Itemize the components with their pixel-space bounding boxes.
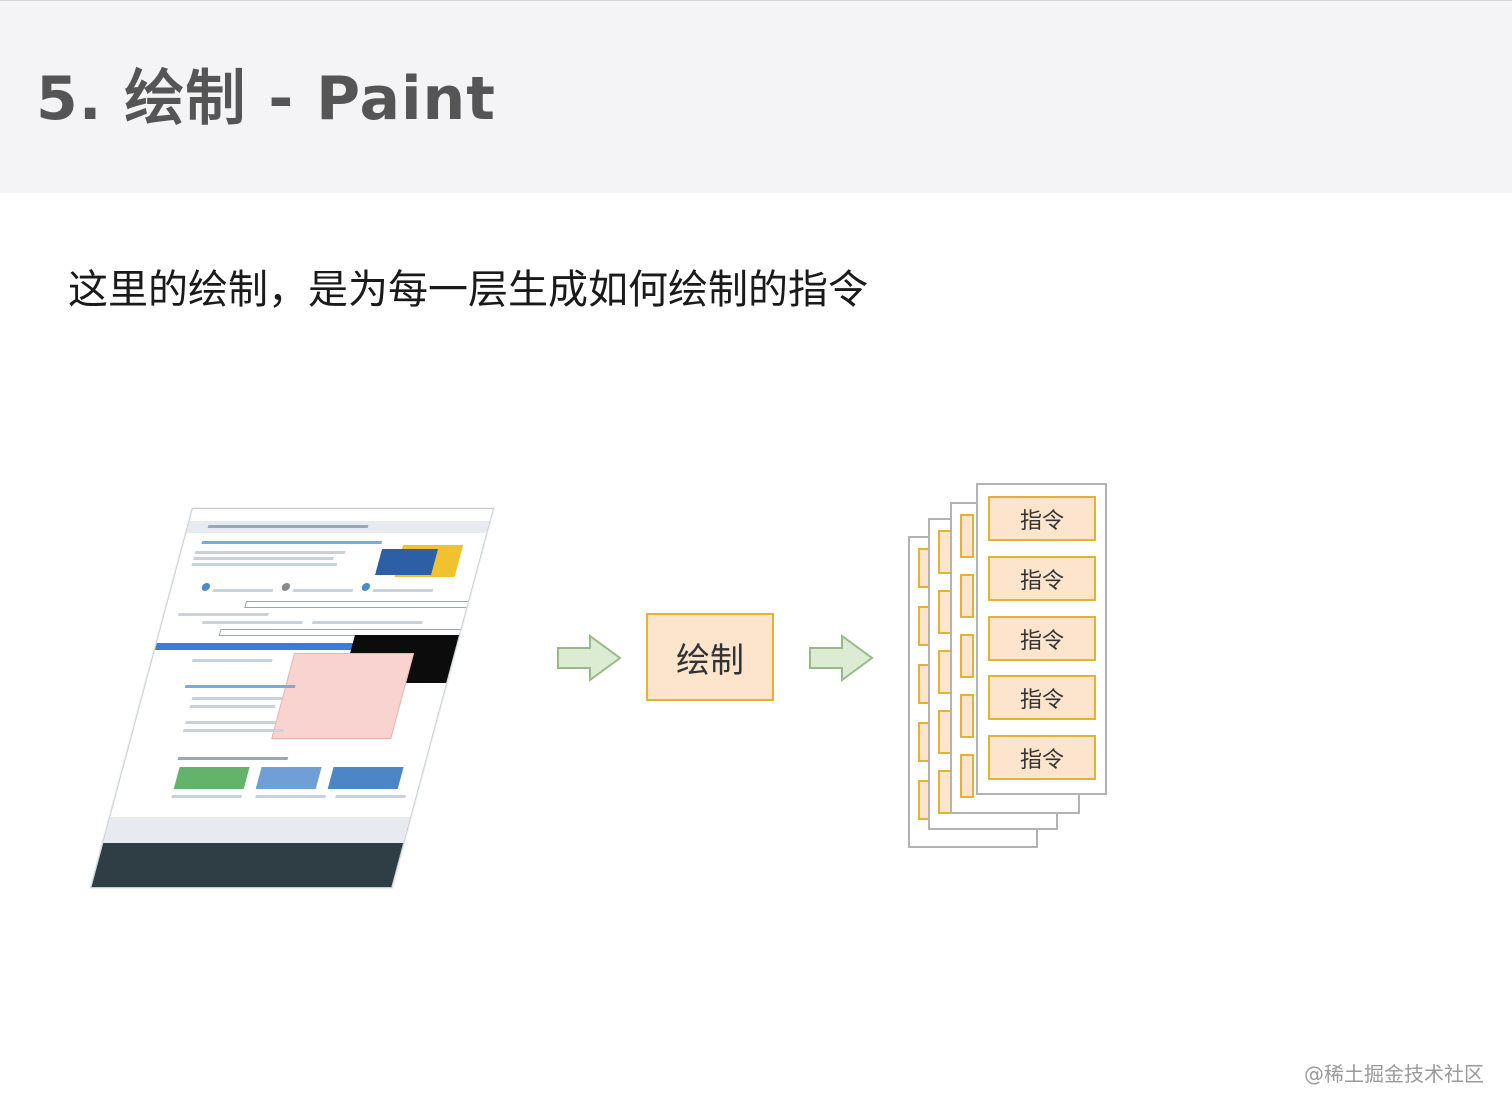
- page-text-line: [207, 525, 369, 528]
- page-hero-image: [375, 549, 439, 575]
- layer-strip: [244, 601, 494, 608]
- webpage-layer-sheet: [90, 508, 494, 888]
- page-heading-line: [184, 685, 296, 688]
- instruction-item: 指令: [988, 735, 1096, 780]
- page-text-line: [194, 551, 346, 554]
- page-https-image: [173, 767, 250, 789]
- slide-title: 5. 绘制 - Paint: [36, 64, 496, 134]
- watermark: @稀土掘金技术社区: [1304, 1062, 1484, 1086]
- slide-header: 5. 绘制 - Paint: [0, 0, 1512, 193]
- instruction-card-tab: [960, 754, 974, 798]
- layered-webpage-thumbnail: [90, 508, 596, 888]
- instruction-card-tab: [960, 574, 974, 618]
- page-image: [255, 767, 322, 789]
- instruction-item: 指令: [988, 496, 1096, 541]
- page-footer: [91, 843, 404, 887]
- page-heading-line: [201, 541, 383, 544]
- page-text-line: [372, 589, 434, 592]
- page-pink-layer: [271, 653, 415, 739]
- page-text-line: [189, 705, 276, 708]
- slide-subtitle: 这里的绘制，是为每一层生成如何绘制的指令: [68, 267, 868, 313]
- page-image: [327, 767, 404, 789]
- page-text-line: [292, 589, 354, 592]
- feature-icon: [280, 583, 291, 591]
- page-text-line: [191, 659, 273, 662]
- page-text-line: [171, 795, 243, 798]
- instruction-card-tab: [960, 694, 974, 738]
- page-text-line: [185, 721, 276, 724]
- page-social-bar: [103, 817, 411, 843]
- instruction-item: 指令: [988, 616, 1096, 661]
- paint-process-box: 绘制: [646, 613, 774, 701]
- instruction-item: 指令: [988, 556, 1096, 601]
- instruction-card-tab: [960, 514, 974, 558]
- feature-icon: [360, 583, 371, 591]
- instruction-card-tab: [960, 634, 974, 678]
- page-text-line: [201, 621, 303, 624]
- page-text-line: [193, 557, 334, 560]
- page-text-line: [311, 621, 423, 624]
- page-text-line: [212, 589, 274, 592]
- arrow-right-icon: [557, 634, 622, 682]
- instruction-item: 指令: [988, 675, 1096, 720]
- page-text-line: [335, 795, 407, 798]
- page-text-line: [191, 563, 338, 566]
- feature-icon: [200, 583, 211, 591]
- page-text-line: [177, 757, 289, 760]
- page-text-line: [255, 795, 327, 798]
- page-text-line: [191, 697, 283, 700]
- page-text-line: [182, 729, 284, 732]
- page-text-line: [178, 613, 269, 616]
- arrow-right-icon: [809, 634, 874, 682]
